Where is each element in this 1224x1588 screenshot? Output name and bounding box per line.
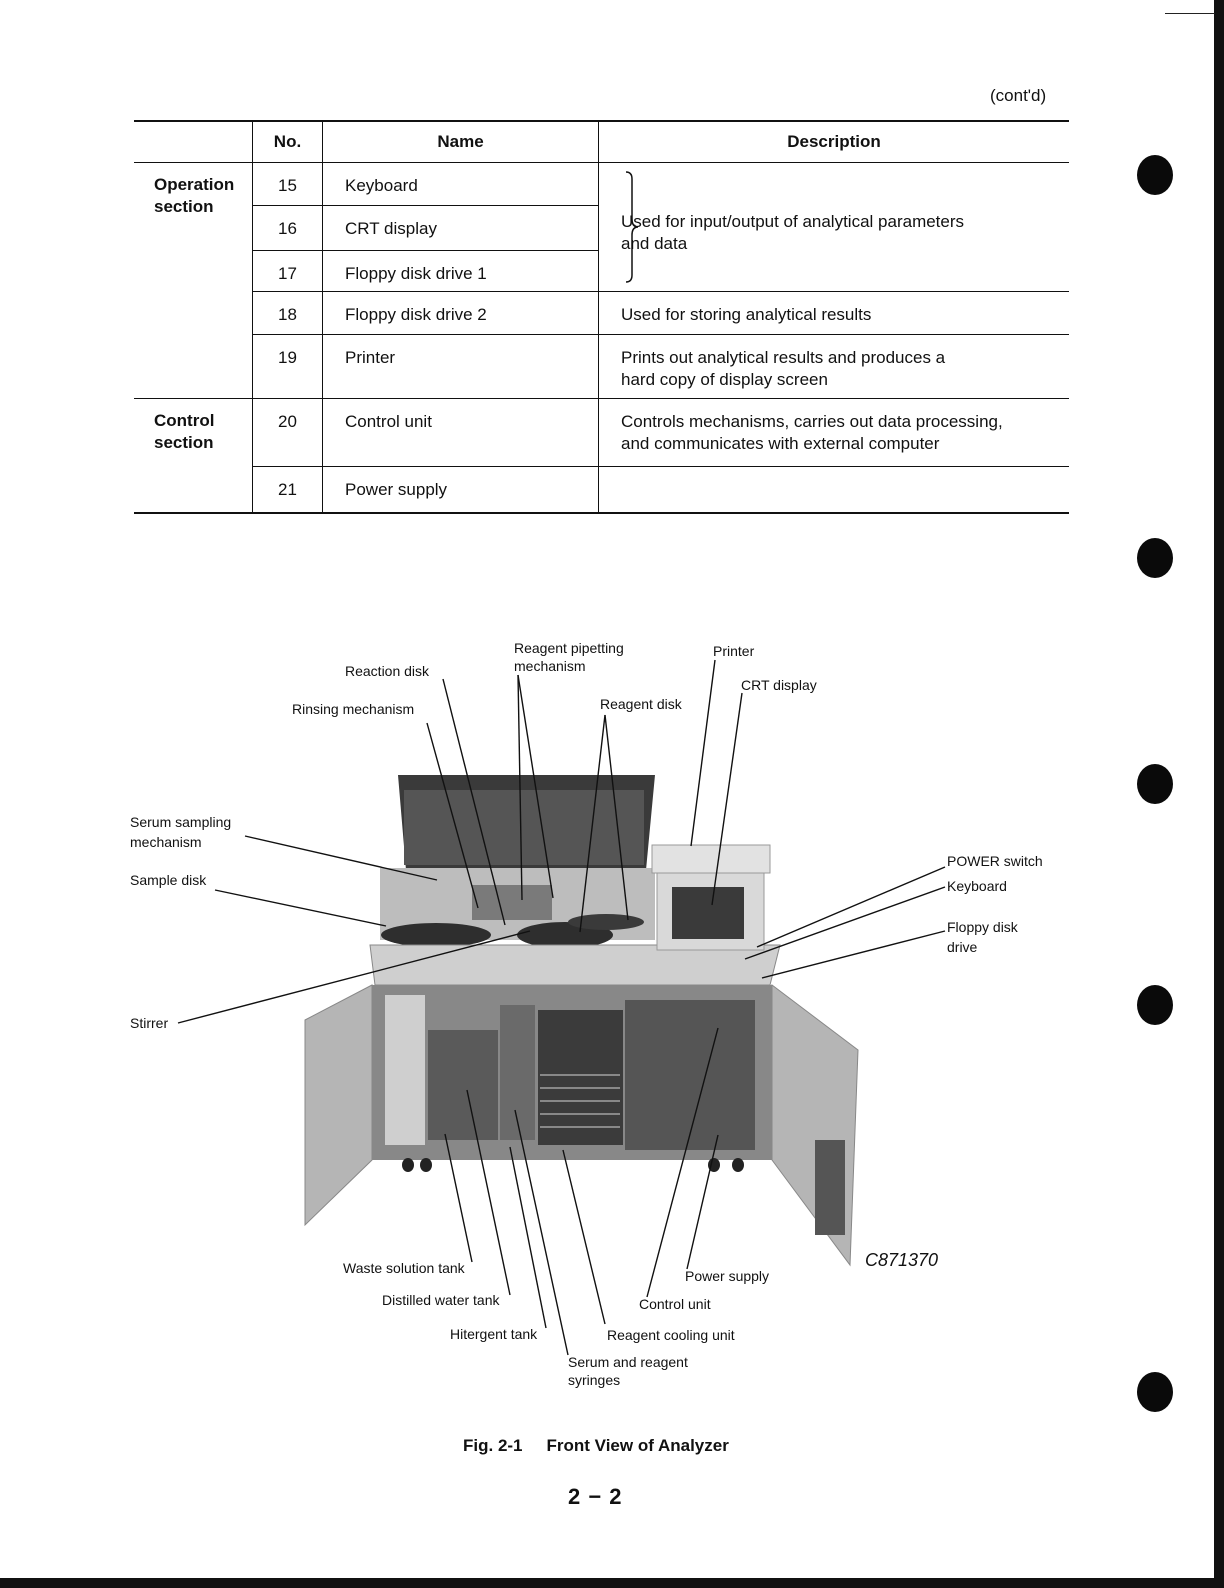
label-floppy-disk: Floppy disk [947, 919, 1019, 935]
operation-section-label: Operation section [134, 162, 253, 399]
row-no: 15 [252, 162, 323, 206]
label-stirrer: Stirrer [130, 1015, 168, 1031]
row-no: 20 [252, 398, 323, 467]
grouping-brace [625, 171, 639, 283]
label-serum-sampling-line2: mechanism [130, 834, 202, 850]
binder-hole [1137, 1372, 1173, 1412]
header-section [134, 121, 253, 163]
row-name: Power supply [322, 466, 599, 513]
label-power-supply: Power supply [685, 1268, 769, 1284]
binder-hole [1137, 538, 1173, 578]
parts-table: No. Name Description Operation section 1… [134, 120, 1069, 514]
label-crt-display: CRT display [741, 677, 817, 693]
row-description-line: and communicates with external computer [621, 434, 940, 453]
label-reagent-disk: Reagent disk [600, 696, 683, 712]
label-syringes: Serum and reagent [568, 1354, 688, 1370]
label-sample-disk: Sample disk [130, 872, 207, 888]
row-name: CRT display [322, 205, 599, 251]
page-edge-mark [1165, 13, 1215, 14]
label-control-unit: Control unit [639, 1296, 711, 1312]
label-power-switch: POWER switch [947, 853, 1043, 869]
label-keyboard: Keyboard [947, 878, 1007, 894]
row-name: Floppy disk drive 1 [322, 250, 599, 292]
row-no: 21 [252, 466, 323, 513]
row-description-line: Controls mechanisms, carries out data pr… [621, 412, 1003, 431]
figure-labels: Reaction disk Reagent pipetting mechanis… [130, 640, 1043, 1388]
row-name: Floppy disk drive 2 [322, 291, 599, 335]
row-no: 19 [252, 334, 323, 399]
table-row: 18 Floppy disk drive 2 Used for storing … [134, 291, 1069, 335]
header-no: No. [252, 121, 323, 163]
header-description: Description [787, 132, 881, 151]
table-row: Operation section 15 Keyboard Used for i… [134, 162, 1069, 399]
label-serum-sampling: Serum sampling [130, 814, 231, 830]
label-rinsing-mechanism: Rinsing mechanism [292, 701, 414, 717]
label-reagent-pipetting: Reagent pipetting [514, 640, 624, 656]
grouped-description: Used for input/output of analytical para… [599, 163, 1070, 292]
figure-caption: Fig. 2-1 Front View of Analyzer [463, 1436, 729, 1456]
row-description-line: Prints out analytical results and produc… [621, 348, 946, 367]
row-description-line: hard copy of display screen [621, 370, 828, 389]
leader-lines [177, 659, 946, 1356]
row-name: Keyboard [322, 162, 599, 206]
table-row: 21 Power supply [134, 466, 1070, 513]
row-description [599, 467, 1070, 513]
page-edge-bottom [0, 1578, 1224, 1588]
analyzer-photo [304, 775, 859, 1267]
table-row: Control section 20 Control unit Controls… [134, 398, 1070, 513]
grouped-description-line: and data [621, 234, 688, 253]
binder-hole [1137, 985, 1173, 1025]
table-row: 17 Floppy disk drive 1 [134, 250, 1069, 292]
label-reaction-disk: Reaction disk [345, 663, 430, 679]
page-edge-right [1214, 0, 1224, 1588]
row-name: Printer [322, 334, 599, 399]
table-row: 19 Printer Prints out analytical results… [134, 334, 1070, 399]
label-waste-solution-tank: Waste solution tank [343, 1260, 466, 1276]
binder-hole [1137, 764, 1173, 804]
label-distilled-water-tank: Distilled water tank [382, 1292, 500, 1308]
image-code: C871370 [865, 1250, 939, 1270]
control-section-label: Control section [134, 398, 253, 513]
table-row: 16 CRT display [134, 205, 1069, 251]
caption-number: Fig. 2-1 [463, 1436, 523, 1455]
row-no: 16 [252, 205, 323, 251]
row-no: 17 [252, 250, 323, 292]
binder-hole [1137, 155, 1173, 195]
grouped-description-line: Used for input/output of analytical para… [621, 212, 965, 231]
page-number: 2 − 2 [568, 1484, 623, 1509]
label-syringes-line2: syringes [568, 1372, 620, 1388]
label-printer: Printer [713, 643, 755, 659]
label-hitergent-tank: Hitergent tank [450, 1326, 538, 1342]
table-header-row: No. Name Description [134, 121, 1069, 163]
row-name: Control unit [322, 398, 599, 467]
label-reagent-pipetting-line2: mechanism [514, 658, 586, 674]
label-floppy-disk-line2: drive [947, 939, 978, 955]
row-no: 18 [252, 291, 323, 335]
header-name: Name [322, 121, 599, 163]
caption-title: Front View of Analyzer [546, 1436, 729, 1455]
row-description: Used for storing analytical results [621, 305, 872, 324]
continuation-label: (cont'd) [990, 86, 1047, 105]
row-description: Prints out analytical results and produc… [599, 335, 1070, 399]
label-reagent-cooling-unit: Reagent cooling unit [607, 1327, 735, 1343]
row-description: Controls mechanisms, carries out data pr… [599, 399, 1070, 467]
